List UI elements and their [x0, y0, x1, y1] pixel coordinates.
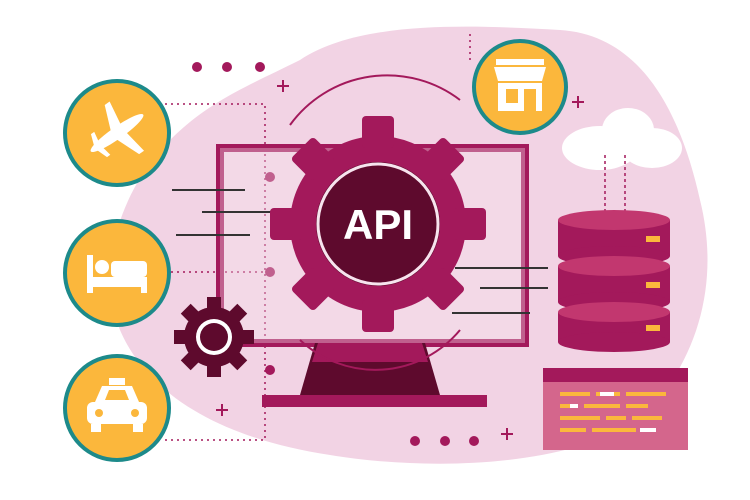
storefront-icon	[494, 59, 546, 111]
small-gear-icon	[174, 297, 254, 377]
store-badge	[472, 39, 568, 135]
bed-icon	[87, 255, 147, 293]
airplane-icon	[90, 101, 145, 158]
api-label: API	[343, 201, 413, 248]
taxi-badge	[63, 354, 171, 462]
cloud-icon	[562, 108, 682, 170]
dotted-connectors	[165, 30, 471, 441]
airplane-badge	[63, 79, 171, 187]
decor-plus	[216, 80, 584, 440]
decor-dots	[192, 62, 479, 446]
bed-badge	[63, 219, 171, 327]
speed-lines	[172, 189, 548, 314]
arc-lines	[289, 74, 461, 371]
gear-icon: API	[270, 116, 486, 332]
database-icon	[558, 155, 670, 352]
taxi-icon	[87, 378, 147, 432]
code-card-icon	[543, 368, 688, 450]
